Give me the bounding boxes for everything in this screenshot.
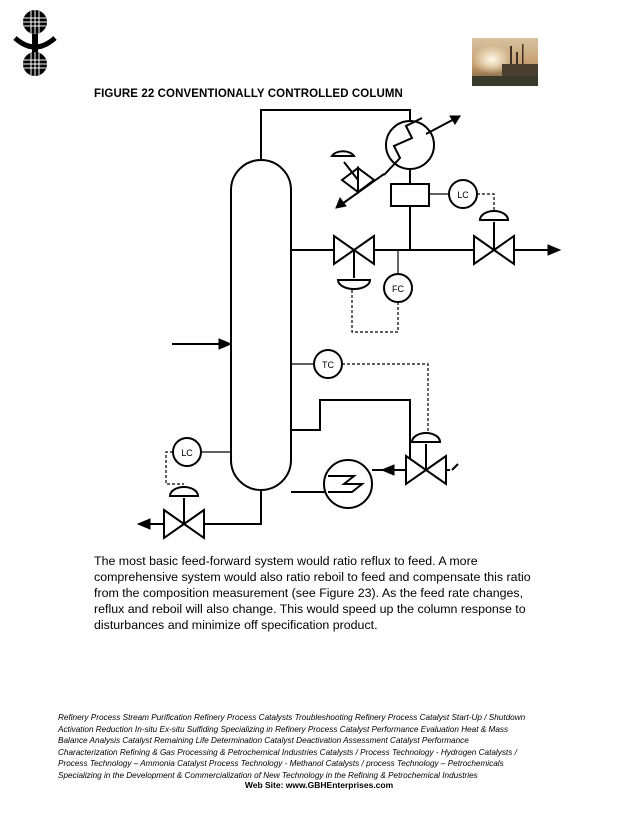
footer-line: Characterization Refining & Gas Processi… bbox=[58, 747, 517, 757]
fc-label: FC bbox=[392, 284, 404, 294]
lc-bottom-label: LC bbox=[181, 448, 193, 458]
footer-line: Activation Reduction In-situ Ex-situ Sul… bbox=[58, 724, 509, 734]
overhead-vapor-line bbox=[260, 109, 411, 160]
company-logo bbox=[13, 10, 57, 76]
body-line: comprehensive system would also ratio re… bbox=[94, 570, 531, 584]
cooling-water-valve bbox=[330, 150, 385, 209]
body-line: The most basic feed-forward system would… bbox=[94, 554, 478, 568]
reboiler-return-line bbox=[291, 399, 411, 460]
body-line: reflux and reboil will also change. This… bbox=[94, 602, 526, 616]
footer-line: Refinery Process Stream Purification Ref… bbox=[58, 713, 526, 722]
refinery-photo bbox=[472, 38, 538, 86]
body-line: disturbances and minimize off specificat… bbox=[94, 618, 378, 632]
website-link[interactable]: Web Site: www.GBHEnterprises.com bbox=[244, 780, 394, 790]
process-diagram: LC FC TC LC bbox=[136, 109, 562, 540]
bottoms-valve bbox=[163, 486, 205, 540]
body-paragraph: The most basic feed-forward system would… bbox=[94, 553, 542, 633]
reboiler bbox=[323, 459, 373, 509]
tc-label: TC bbox=[322, 360, 334, 370]
footer-line: Specializing in the Development & Commer… bbox=[58, 770, 478, 780]
figure-title: FIGURE 22 CONVENTIONALLY CONTROLLED COLU… bbox=[94, 88, 403, 100]
reflux-valve bbox=[333, 234, 375, 290]
distillate-valve bbox=[473, 210, 515, 266]
distillation-column bbox=[230, 159, 292, 491]
footer-line: Balance Analysis Catalyst Remaining Life… bbox=[58, 736, 469, 745]
lc-top-label: LC bbox=[457, 190, 469, 200]
footer-line: Process Technology – Ammonia Catalyst Pr… bbox=[58, 759, 504, 768]
body-line: from the composition measurement (see Fi… bbox=[94, 586, 524, 600]
steam-valve bbox=[405, 432, 447, 486]
footer-services: Refinery Process Stream Purification Ref… bbox=[58, 712, 598, 781]
condenser bbox=[383, 115, 461, 176]
reflux-accumulator bbox=[390, 183, 430, 207]
